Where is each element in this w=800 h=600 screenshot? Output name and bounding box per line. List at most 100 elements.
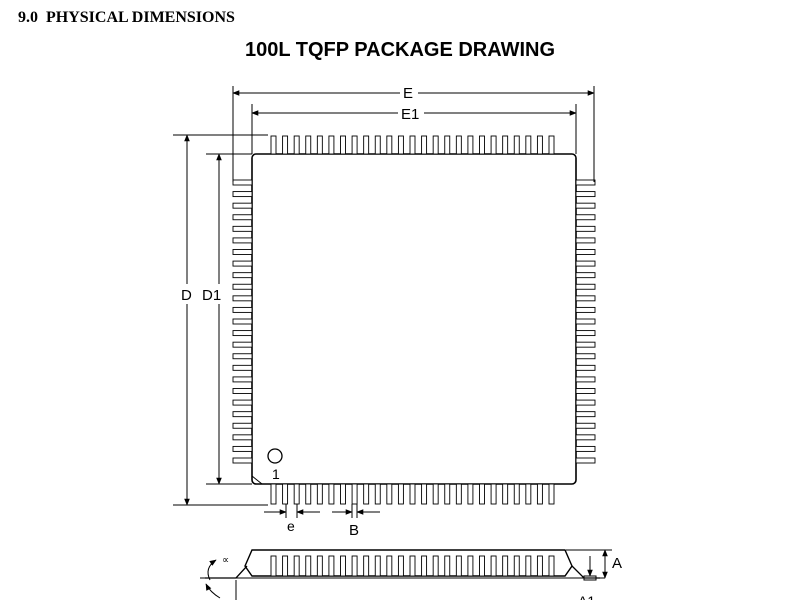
right-lead <box>575 364 596 371</box>
top-lead <box>490 135 497 155</box>
top-lead <box>525 135 532 155</box>
side-view-lead <box>467 555 474 577</box>
bottom-lead <box>490 483 497 505</box>
right-lead <box>575 191 596 198</box>
side-view: ∝ A A1 <box>200 549 622 600</box>
side-view-body <box>244 549 573 577</box>
right-lead <box>575 411 596 418</box>
side-view-lead <box>548 555 555 577</box>
b-label: B <box>349 522 359 539</box>
side-view-lead <box>421 555 428 577</box>
left-lead <box>232 260 253 267</box>
side-view-lead <box>536 555 543 577</box>
bottom-lead <box>351 483 358 505</box>
side-view-lead <box>270 555 277 577</box>
bottom-lead <box>328 483 335 505</box>
pin1-label: 1 <box>272 466 280 482</box>
left-lead <box>232 422 253 429</box>
right-lead <box>575 376 596 383</box>
right-lead <box>575 445 596 452</box>
top-lead <box>502 135 509 155</box>
angle-arc <box>207 559 217 581</box>
left-lead <box>232 353 253 360</box>
side-view-lead <box>479 555 485 577</box>
a1-standoff-box <box>583 575 597 581</box>
right-lead <box>575 330 596 337</box>
right-lead <box>575 202 596 209</box>
bottom-lead <box>270 483 277 505</box>
bottom-lead <box>536 483 543 505</box>
bottom-leads <box>270 483 555 505</box>
e1-label: E1 <box>401 106 419 123</box>
side-view-lead <box>490 555 497 577</box>
bottom-lead <box>282 483 289 505</box>
bottom-lead <box>502 483 509 505</box>
right-lead <box>575 434 596 441</box>
right-lead <box>575 399 596 406</box>
left-leads <box>232 179 253 464</box>
e-label: E <box>403 85 413 102</box>
right-lead <box>575 272 596 279</box>
left-lead <box>232 388 253 394</box>
top-lead <box>386 135 393 155</box>
left-lead <box>232 445 253 452</box>
right-lead <box>575 422 596 429</box>
side-view-lead <box>444 555 451 577</box>
left-lead <box>232 364 253 371</box>
bottom-lead <box>467 483 474 505</box>
top-lead <box>467 135 474 155</box>
top-lead <box>513 135 520 155</box>
left-lead <box>232 214 253 221</box>
right-lead <box>575 388 596 394</box>
right-lead <box>575 249 596 255</box>
left-lead <box>232 330 253 337</box>
right-lead <box>575 260 596 267</box>
top-lead <box>397 135 404 155</box>
side-view-lead <box>316 555 323 577</box>
right-lead <box>575 179 596 186</box>
top-leads <box>270 135 555 155</box>
top-lead <box>444 135 451 155</box>
top-lead <box>270 135 277 155</box>
bottom-lead <box>374 483 381 505</box>
side-view-lead <box>340 555 346 577</box>
bottom-lead <box>548 483 555 505</box>
top-lead <box>328 135 335 155</box>
bottom-lead <box>386 483 393 505</box>
left-lead <box>232 376 253 383</box>
side-view-left-lead <box>205 565 248 579</box>
top-lead <box>351 135 358 155</box>
bottom-lead <box>409 483 416 505</box>
right-lead <box>575 237 596 244</box>
drawing-title: 100L TQFP PACKAGE DRAWING <box>244 39 556 61</box>
bottom-lead <box>444 483 451 505</box>
top-lead <box>409 135 416 155</box>
side-view-lead <box>502 555 509 577</box>
top-lead <box>432 135 439 155</box>
right-lead <box>575 306 596 313</box>
left-lead <box>232 202 253 209</box>
a-label: A <box>612 555 622 572</box>
right-leads <box>575 179 596 464</box>
side-view-lead <box>305 555 312 577</box>
right-lead <box>575 283 596 290</box>
left-lead <box>232 457 253 464</box>
side-view-lead <box>293 555 300 577</box>
bottom-lead <box>421 483 428 505</box>
left-lead <box>232 411 253 418</box>
package-body <box>251 153 577 485</box>
pin1-chamfer <box>251 475 263 485</box>
bottom-lead <box>432 483 439 505</box>
left-lead <box>232 225 253 232</box>
bottom-lead <box>525 483 532 505</box>
angle-arc-lower <box>205 583 221 599</box>
side-view-lead <box>328 555 335 577</box>
right-lead <box>575 214 596 221</box>
side-view-lead <box>282 555 289 577</box>
left-lead <box>232 341 253 348</box>
top-lead <box>479 135 485 155</box>
d-label: D <box>181 287 192 304</box>
side-view-leads <box>270 555 555 577</box>
bottom-lead <box>479 483 485 505</box>
